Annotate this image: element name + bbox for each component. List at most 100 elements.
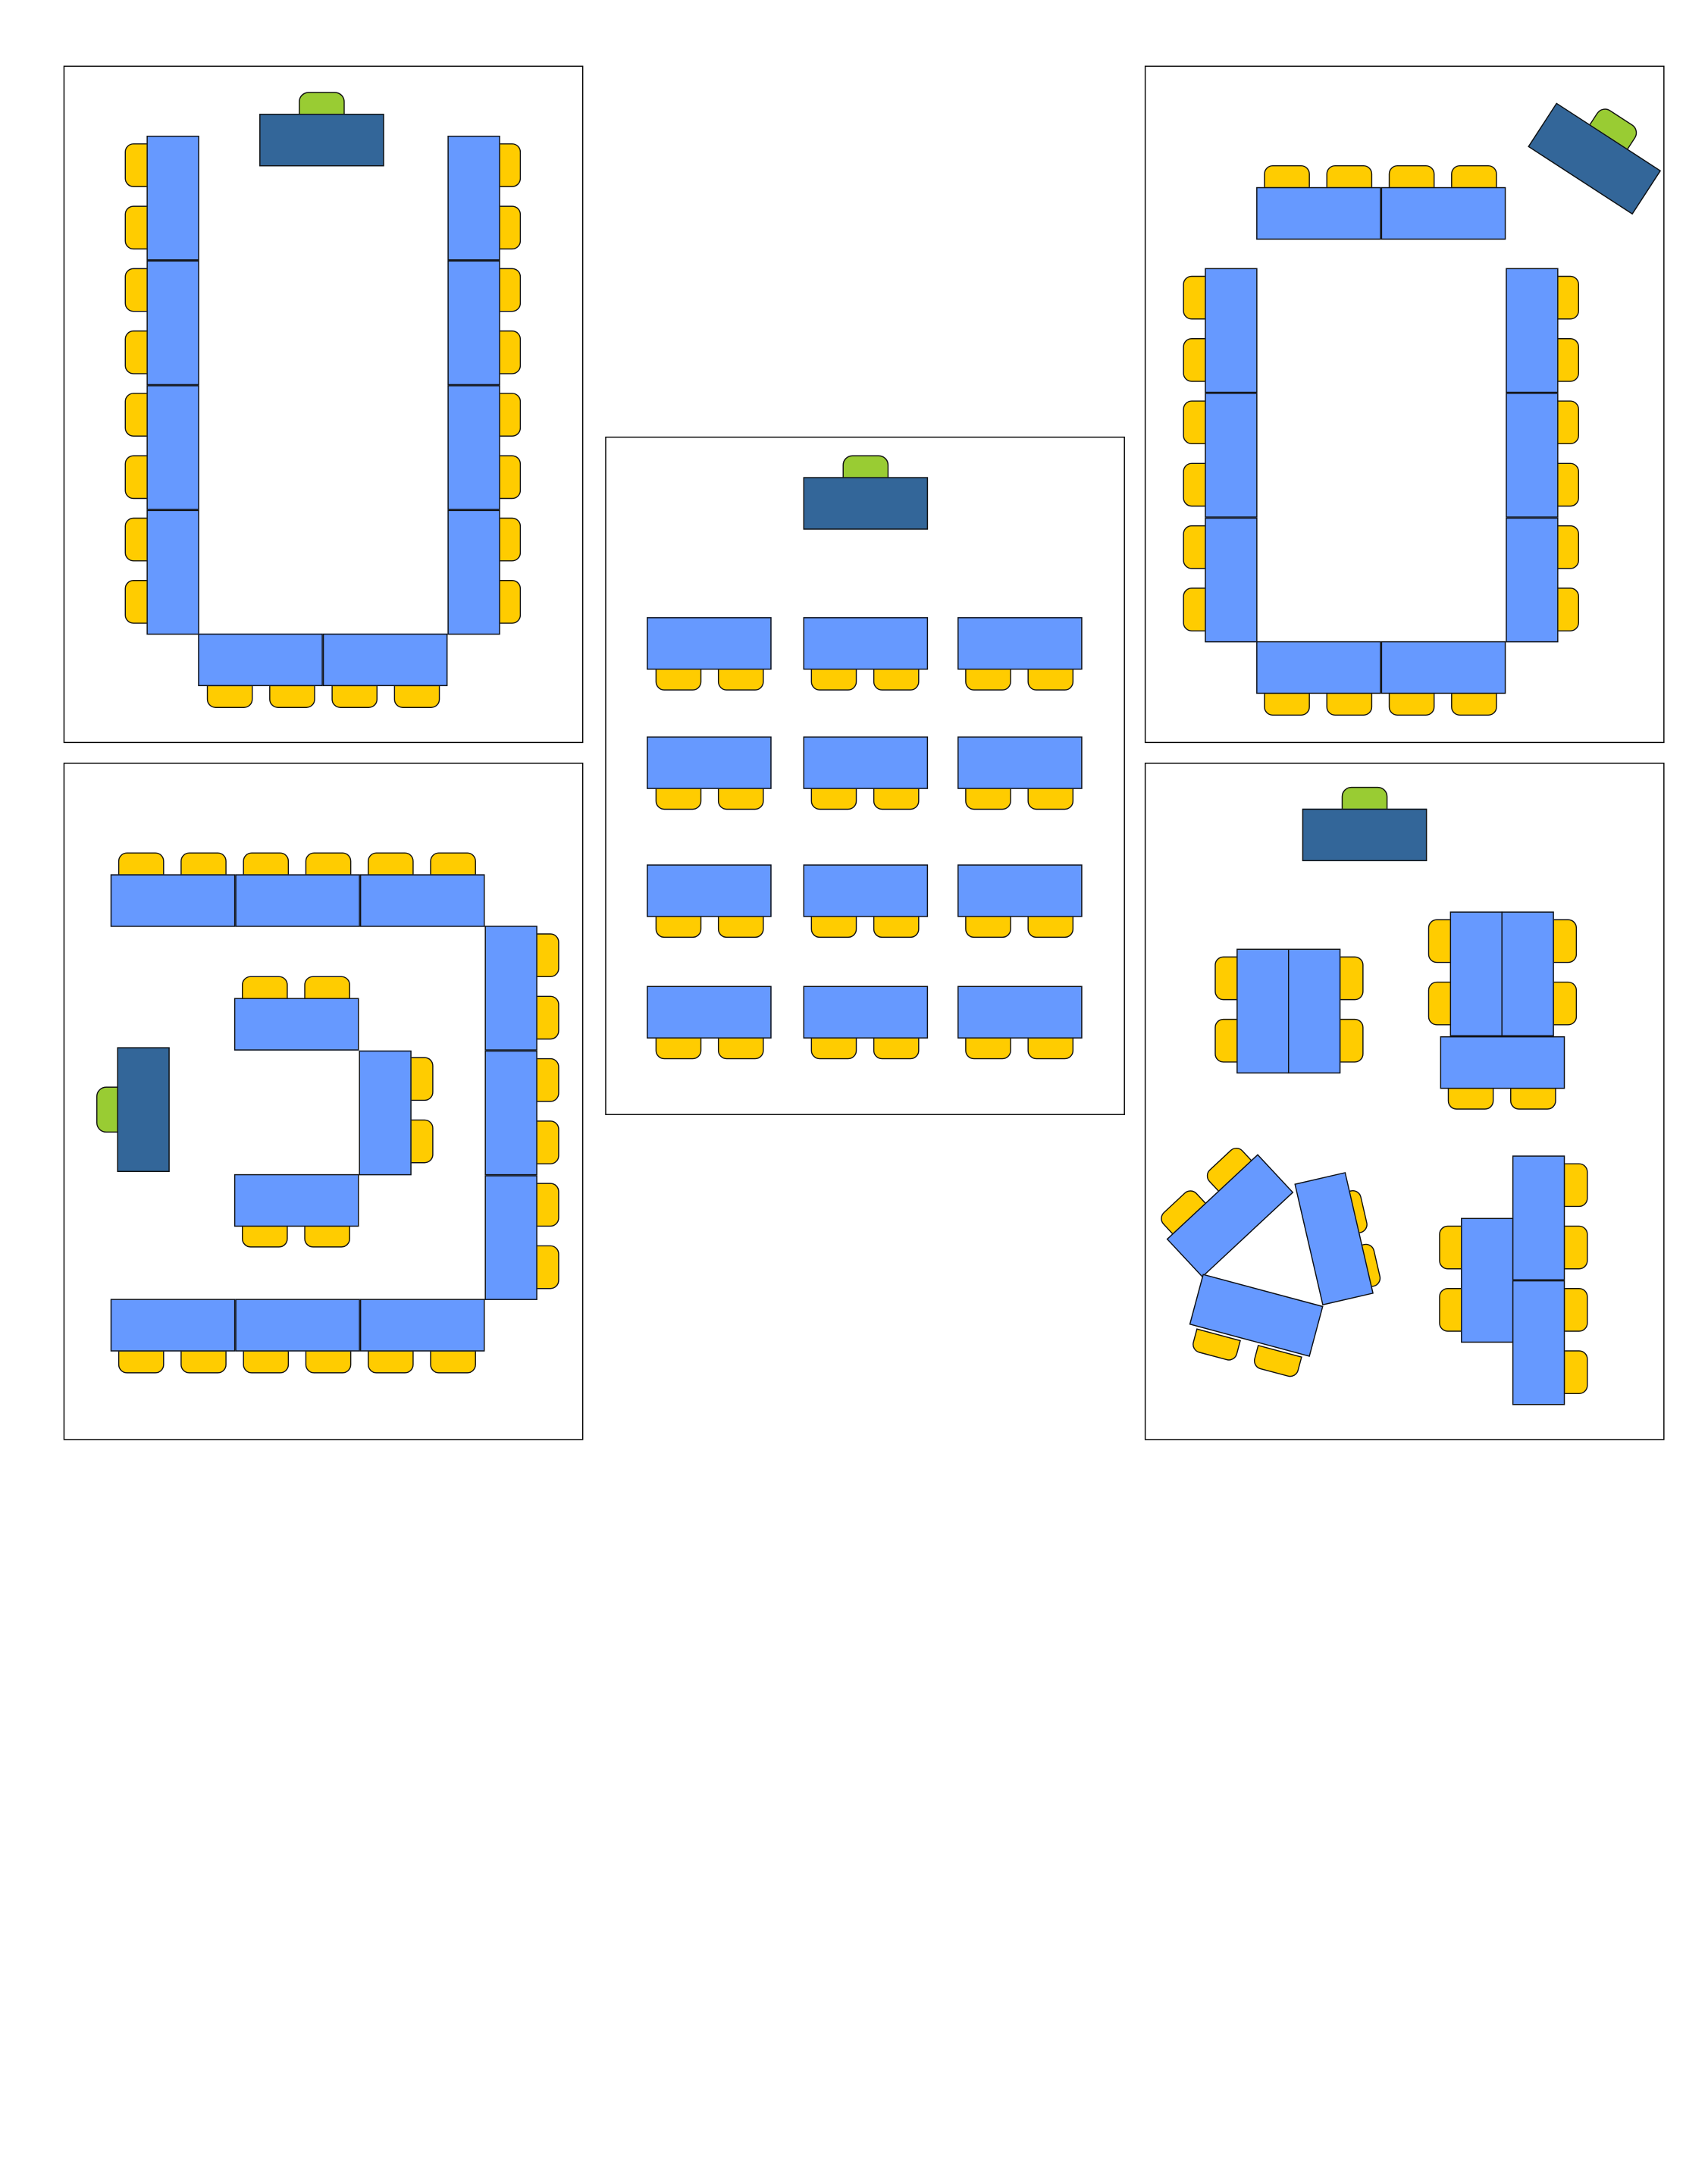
student-chair [1183,275,1208,320]
table [233,998,359,1051]
student-chair [1555,588,1579,631]
teacher-desk [259,114,384,167]
student-chair [1451,165,1497,189]
student-chair [534,1058,559,1102]
student-chair [873,1036,920,1060]
student-chair [1563,1163,1588,1208]
student-chair [1555,462,1579,507]
table [322,633,448,687]
student-chair [965,667,1011,691]
student-chair [1563,1287,1588,1332]
student-chair [1027,914,1074,938]
student-chair [717,914,764,938]
student-chair [1439,1287,1463,1332]
table [359,1050,412,1176]
student-chair [1553,981,1578,1026]
student-chair [1183,400,1208,445]
student-chair [534,1120,559,1164]
table [1512,1280,1565,1405]
student-chair [430,852,476,876]
table [146,385,199,510]
student-chair [1555,400,1579,445]
student-chair [497,580,522,624]
student-chair [717,1036,764,1060]
student-chair [1555,338,1579,382]
student-chair [180,852,227,876]
student-chair [124,330,149,374]
table [803,736,929,789]
student-chair [1027,1036,1074,1060]
table [803,617,929,670]
student-chair [534,1245,559,1289]
student-chair [965,914,1011,938]
student-chair [1439,1225,1463,1270]
table [647,864,772,917]
student-chair [124,143,149,187]
student-chair [534,1183,559,1227]
student-chair [1339,956,1364,1001]
table [1381,186,1506,240]
student-chair [1563,1225,1588,1270]
student-chair [497,330,522,374]
student-chair [118,1350,165,1374]
table [1205,517,1258,643]
student-chair [305,1350,352,1374]
table [484,1050,537,1176]
student-chair [534,933,559,978]
student-chair [1183,525,1208,569]
student-chair [810,914,857,938]
student-chair [655,1036,702,1060]
student-chair [1183,338,1208,382]
table [957,864,1083,917]
student-chair [717,786,764,810]
student-chair [1428,981,1453,1026]
table [1440,1036,1565,1089]
student-chair [965,786,1011,810]
table [146,135,199,261]
table [1236,948,1290,1074]
student-chair [393,685,440,708]
student-chair [810,667,857,691]
student-chair [1214,1018,1239,1063]
student-chair [242,976,288,999]
student-chair [304,976,350,999]
student-chair [409,1057,434,1101]
student-chair [1214,956,1239,1001]
student-chair [1553,919,1578,964]
table [647,617,772,670]
student-chair [1264,165,1310,189]
student-chair [124,517,149,562]
table [484,1175,537,1300]
student-chair [331,685,378,708]
student-chair [1027,786,1074,810]
table [235,1299,360,1352]
teacher-desk [1302,808,1428,862]
student-chair [497,268,522,312]
teacher-desk [803,477,929,530]
table [198,633,323,687]
student-chair [873,786,920,810]
student-chair [1264,692,1310,716]
table [146,260,199,386]
table [803,985,929,1039]
student-chair [717,667,764,691]
table [447,509,500,635]
student-chair [1326,165,1373,189]
student-chair [206,685,253,708]
student-chair [118,852,165,876]
table [1501,911,1554,1036]
student-chair [1555,525,1579,569]
student-chair [497,143,522,187]
student-chair [243,852,290,876]
student-chair [430,1350,476,1374]
table [1256,186,1381,240]
table [359,1299,485,1352]
table [146,509,199,635]
table [484,926,537,1051]
table [447,135,500,261]
student-chair [1510,1086,1556,1110]
student-chair [124,268,149,312]
table [233,1174,359,1227]
student-chair [304,1224,350,1248]
table [647,736,772,789]
